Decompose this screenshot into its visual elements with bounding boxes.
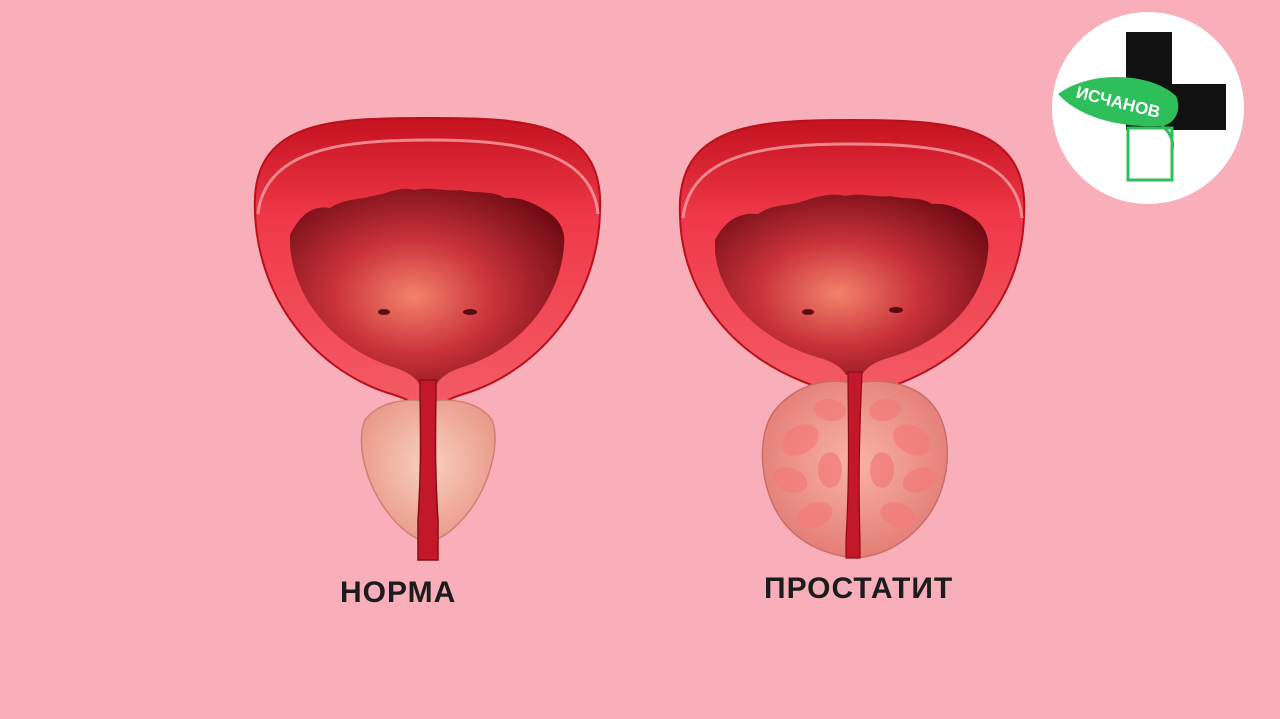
normal-organ	[253, 116, 602, 561]
prostatitis-bladder-cavity	[715, 194, 989, 375]
medical-cross-leaf-logo-icon: ИСЧАНОВ	[1052, 12, 1244, 204]
prostatitis-urethra	[845, 371, 863, 559]
normal-urethra	[417, 379, 439, 561]
prostatitis-organ	[678, 118, 1026, 559]
label-normal: НОРМА	[340, 576, 457, 609]
label-prostatitis: ПРОСТАТИТ	[764, 572, 954, 605]
normal-bladder-cavity	[290, 188, 565, 385]
